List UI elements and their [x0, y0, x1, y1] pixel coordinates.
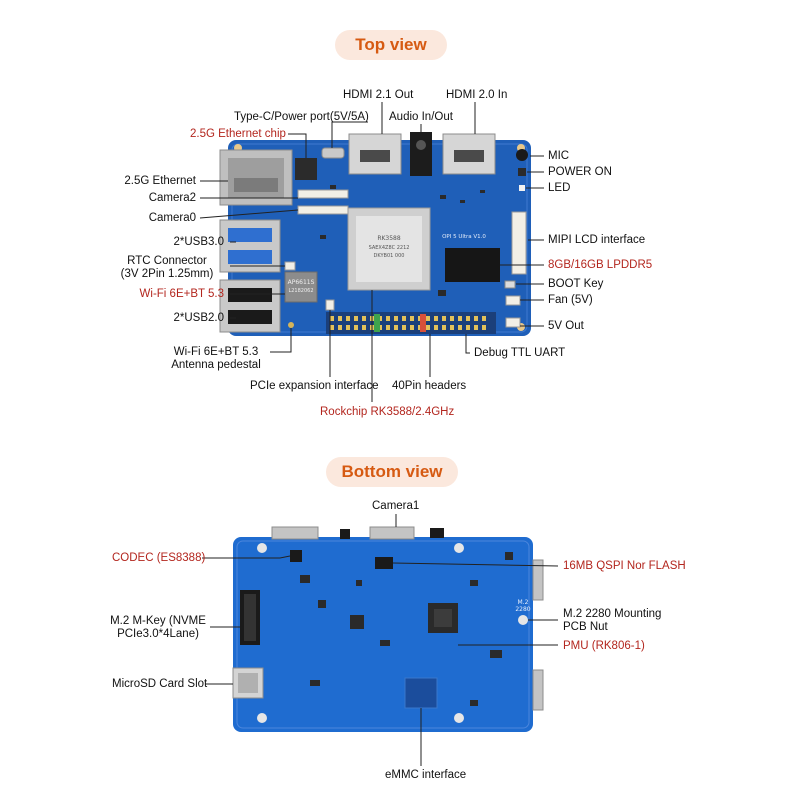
wifi-module-text-1: AP6611S: [288, 279, 315, 286]
label-boot-key: BOOT Key: [548, 278, 604, 290]
emmc-interface: [404, 677, 438, 709]
label-power-on: POWER ON: [548, 166, 612, 178]
antenna-pedestal: [288, 322, 294, 328]
label-rtc-line-1: RTC Connector: [127, 255, 207, 267]
ethernet-chip: [295, 158, 317, 180]
label-mipi-lcd: MIPI LCD interface: [548, 234, 646, 246]
usb2-ports: [219, 279, 281, 333]
label-fan: Fan (5V): [548, 294, 593, 306]
label-emmc: eMMC interface: [385, 769, 467, 781]
boot-key: [504, 280, 516, 289]
soc-text-1: RK3588: [377, 235, 401, 242]
label-usb3: 2*USB3.0: [173, 236, 224, 248]
label-type-c-power: Type-C/Power port(5V/5A): [234, 111, 369, 123]
label-mount-line-1: M.2 2280 Mounting: [563, 608, 662, 620]
fan-connector: [505, 295, 521, 306]
label-qspi-flash: 16MB QSPI Nor FLASH: [563, 560, 686, 572]
label-pcie: PCIe expansion interface: [250, 380, 379, 392]
label-m2-line-1: M.2 M-Key (NVME: [110, 615, 206, 627]
rtc-connector: [284, 261, 296, 271]
label-wifi-chip: Wi-Fi 6E+BT 5.3: [139, 288, 224, 300]
camera1-connector: [369, 526, 415, 540]
label-camera1: Camera1: [372, 500, 420, 512]
wifi-module: [284, 271, 318, 303]
label-debug-uart: Debug TTL UART: [474, 347, 566, 359]
top-view-title: Top view: [335, 30, 447, 60]
board-name-text: OPI 5 Ultra V1.0: [442, 234, 486, 240]
label-audio: Audio In/Out: [389, 111, 453, 123]
label-40pin-headers: 40Pin headers: [392, 380, 467, 392]
wifi-module-text-2: L2182062: [288, 288, 313, 294]
label-codec: CODEC (ES8388): [112, 552, 206, 564]
lpddr5-chip: [445, 248, 500, 282]
hdmi-out-port: [348, 133, 402, 175]
m2-mounting-nut: [518, 615, 528, 625]
label-camera0: Camera0: [148, 212, 196, 224]
usb3-ports: [219, 219, 281, 273]
label-hdmi-2-0-in: HDMI 2.0 In: [446, 89, 508, 101]
label-led: LED: [548, 182, 571, 194]
top-callout-lines: [199, 102, 544, 402]
bottom-board: M.2 2280: [232, 526, 544, 732]
codec-chip: [290, 550, 302, 562]
label-antenna-line-2: Antenna pedestal: [171, 359, 261, 371]
top-board: AP6611S L2182062 RK3588 SAEX4Z8C 2212 DK…: [219, 132, 531, 336]
label-m2-mounting: M.2 2280 Mounting PCB Nut: [563, 608, 661, 634]
gpio-40pin-header: [326, 312, 496, 334]
label-rtc-connector: RTC Connector (3V 2Pin 1.25mm): [105, 255, 229, 281]
soc-text-3: DKYB01 000: [374, 253, 405, 259]
mipi-lcd-connector: [511, 211, 527, 275]
label-soc: Rockchip RK3588/2.4GHz: [320, 406, 455, 418]
camera2-connector: [297, 189, 349, 199]
label-m2-line-2: PCIe3.0*4Lane): [117, 628, 199, 640]
label-hdmi-2-1-out: HDMI 2.1 Out: [343, 89, 414, 101]
label-microsd: MicroSD Card Slot: [112, 678, 208, 690]
type-c-port: [321, 147, 345, 159]
label-mic: MIC: [548, 150, 570, 162]
label-ethernet-chip: 2.5G Ethernet chip: [190, 128, 286, 140]
label-usb2: 2*USB2.0: [173, 312, 224, 324]
five-v-out-connector: [505, 317, 521, 328]
pcie-connector: [325, 299, 335, 311]
soc-text-2: SAEX4Z8C 2212: [369, 245, 410, 251]
mic-component: [516, 149, 528, 161]
audio-jack: [410, 132, 432, 176]
label-ethernet: 2.5G Ethernet: [124, 175, 196, 187]
label-pmu: PMU (RK806-1): [563, 640, 645, 652]
qspi-flash-chip: [375, 557, 393, 569]
board-m2-size-text: 2280: [515, 606, 530, 613]
label-lpddr5: 8GB/16GB LPDDR5: [548, 259, 653, 271]
label-5v-out: 5V Out: [548, 320, 584, 332]
label-mount-line-2: PCB Nut: [563, 621, 608, 633]
label-antenna-pedestal: Wi-Fi 6E+BT 5.3 Antenna pedestal: [163, 346, 269, 372]
camera0-connector: [297, 205, 349, 215]
label-rtc-line-2: (3V 2Pin 1.25mm): [120, 268, 214, 280]
bottom-pcb: [233, 537, 533, 732]
label-antenna-line-1: Wi-Fi 6E+BT 5.3: [173, 346, 259, 358]
board-m2-text: M.2: [518, 599, 529, 606]
bottom-view-title: Bottom view: [326, 457, 458, 487]
bottom-callout-lines: [202, 514, 559, 766]
label-m2-mkey: M.2 M-Key (NVME PCIe3.0*4Lane): [108, 615, 208, 641]
label-camera2: Camera2: [148, 192, 196, 204]
